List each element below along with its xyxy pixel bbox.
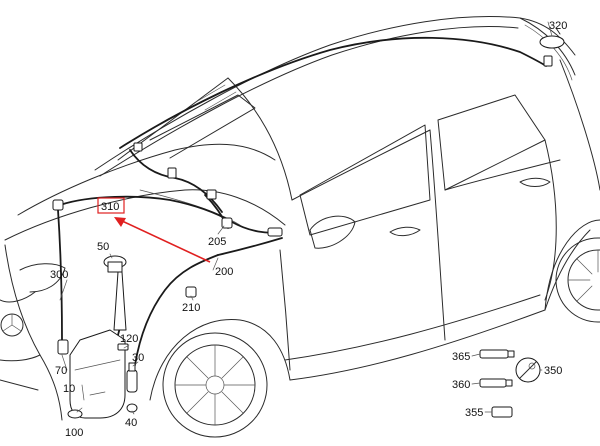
highlight-310 [97,197,211,263]
label-100: 100 [65,427,83,439]
rear-washer-jet-320[interactable] [539,27,565,67]
connector-70[interactable] [57,339,69,355]
label-310: 310 [101,201,119,213]
label-300: 300 [50,269,68,281]
filler-neck[interactable] [113,271,127,331]
grommet-100[interactable] [67,409,83,419]
label-355: 355 [465,407,483,419]
seal-120[interactable] [117,343,129,351]
hose-clip[interactable] [133,142,143,152]
label-210: 210 [182,302,200,314]
leader-lines [59,21,553,415]
label-30: 30 [132,352,144,364]
connector-365[interactable] [479,349,515,359]
highlight-box [97,197,125,214]
label-10: 10 [63,383,75,395]
connector-355[interactable] [491,406,513,418]
car-body-outline [0,16,600,438]
label-350: 350 [544,365,562,377]
cap-50[interactable] [103,255,127,273]
label-205: 205 [208,236,226,248]
tool-350[interactable] [515,357,541,383]
clip-210[interactable] [185,286,197,298]
washer-jet-310[interactable] [52,199,64,211]
label-70: 70 [55,365,67,377]
hose-clip[interactable] [167,167,177,179]
highlight-arrow [119,219,211,263]
label-365: 365 [452,351,470,363]
label-360: 360 [452,379,470,391]
reservoir-10[interactable] [69,329,126,419]
pump-30[interactable] [126,362,138,393]
part-labels: 320 310 205 200 50 300 210 120 30 70 10 … [50,20,567,439]
connector-205[interactable] [221,217,233,229]
connector-end[interactable] [267,227,283,237]
parts [52,27,565,419]
arrow-head [114,217,126,227]
label-200: 200 [215,266,233,278]
label-120: 120 [120,333,138,345]
connector-360[interactable] [479,378,513,388]
label-50: 50 [97,241,109,253]
label-320: 320 [549,20,567,32]
seal-40[interactable] [126,403,138,413]
hose-clip[interactable] [206,189,217,200]
label-40: 40 [125,417,137,429]
